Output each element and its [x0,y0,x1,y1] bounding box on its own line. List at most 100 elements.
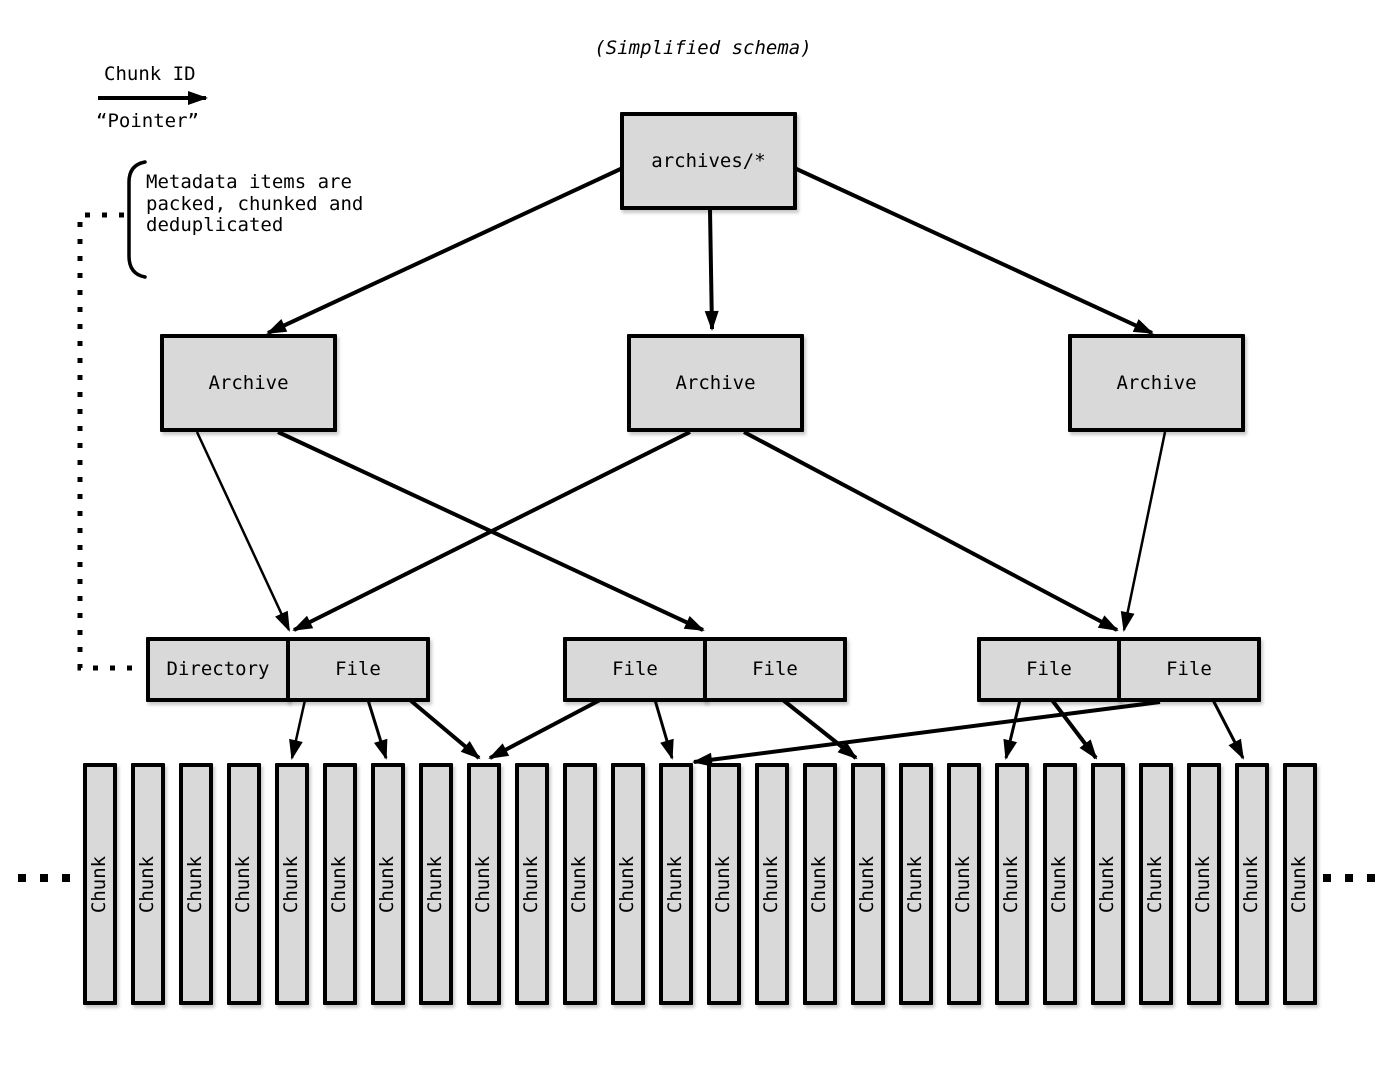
chunk-box: Chunk [371,763,405,1005]
edge-archives-root-to-archive-3 [789,164,1154,335]
edge-pair-3-file-1-to-chunk-22 [1050,698,1098,760]
chunk-label: Chunk [88,855,111,913]
chunk-box: Chunk [707,763,741,1005]
ellipsis-dot [62,874,70,882]
chunk-box: Chunk [83,763,117,1005]
chunk-box: Chunk [515,763,549,1005]
metadata-note: Metadata items are packed, chunked and d… [146,171,364,237]
chunk-box: Chunk [131,763,165,1005]
edge-pair-3-file-2-to-chunk-25 [1211,699,1245,760]
edge-pair-1-file-to-chunk-7 [366,699,388,760]
edge-archive-1-to-pair-1 [195,431,291,632]
chunk-label: Chunk [568,855,591,913]
archives-root-label: archives/* [651,149,766,172]
chunk-label: Chunk [1288,855,1311,913]
chunk-box: Chunk [851,763,885,1005]
metadata-note-line: Metadata items are [146,171,352,193]
file-label: File [612,658,658,680]
file-box: File [563,637,707,702]
chunk-box: Chunk [563,763,597,1005]
archives-root-box: archives/* [620,112,797,210]
ellipsis-dot [1367,874,1375,882]
chunk-label: Chunk [1144,855,1167,913]
edge-archives-root-to-archive-1 [266,164,628,335]
ellipsis-dot [40,874,48,882]
chunk-label: Chunk [616,855,639,913]
edge-pair-3-file-2-to-chunk-13 [692,700,1161,767]
chunk-label: Chunk [856,855,879,913]
directory-box: Directory [146,637,290,702]
edge-pair-1-file-to-chunk-5 [289,699,307,760]
archive-box: Archive [160,334,337,432]
chunk-box: Chunk [1091,763,1125,1005]
edge-pair-1-file-to-chunk-9 [408,698,481,760]
chunk-box: Chunk [419,763,453,1005]
file-box: File [1117,637,1261,702]
chunk-box: Chunk [899,763,933,1005]
chunk-box: Chunk [275,763,309,1005]
chunk-label: Chunk [184,855,207,913]
chunk-label: Chunk [1240,855,1263,913]
ellipsis-dot [1323,874,1331,882]
chunk-label: Chunk [472,855,495,913]
chunk-box: Chunk [467,763,501,1005]
archive-label: Archive [1116,371,1197,394]
chunk-label: Chunk [328,855,351,913]
edge-pair-2-file-1-to-chunk-13 [653,699,674,760]
chunk-box: Chunk [179,763,213,1005]
archive-box: Archive [1068,334,1245,432]
diagram-title: (Simplified schema) [594,37,812,59]
chunk-box: Chunk [755,763,789,1005]
edge-archives-root-to-archive-2 [704,209,719,331]
chunk-box: Chunk [611,763,645,1005]
chunks-ellipsis-right [1323,874,1375,882]
chunk-box: Chunk [995,763,1029,1005]
chunk-label: Chunk [808,855,831,913]
chunk-box: Chunk [947,763,981,1005]
chunk-label: Chunk [1000,855,1023,913]
metadata-note-line: packed, chunked and [146,192,364,215]
chunk-label: Chunk [280,855,303,913]
ellipsis-dot [1345,874,1353,882]
chunk-box: Chunk [1187,763,1221,1005]
metadata-note-line: deduplicated [146,214,284,236]
chunk-label: Chunk [1192,855,1215,913]
chunk-box: Chunk [659,763,693,1005]
file-label: File [752,658,798,680]
chunk-label: Chunk [520,855,543,913]
edge-pair-2-file-1-to-chunk-9 [488,698,601,760]
archive-box: Archive [627,334,804,432]
file-box: File [286,637,430,702]
chunk-label: Chunk [232,855,255,913]
chunk-label: Chunk [760,855,783,913]
chunk-label: Chunk [424,855,447,913]
chunk-box: Chunk [227,763,261,1005]
file-label: File [335,658,381,680]
legend-pointer-label: “Pointer” [96,110,199,132]
file-box: File [703,637,847,702]
metadata-dotted-line [77,212,143,671]
chunk-box: Chunk [1283,763,1317,1005]
chunk-label: Chunk [712,855,735,913]
chunks-ellipsis-left [18,874,70,882]
chunk-label: Chunk [952,855,975,913]
chunk-label: Chunk [136,855,159,913]
archive-label: Archive [675,371,756,394]
edge-archive-2-to-pair-3 [743,430,1119,632]
chunk-box: Chunk [1043,763,1077,1005]
ellipsis-dot [18,874,26,882]
note-bracket [127,160,147,279]
edge-archive-2-to-pair-1 [292,430,691,632]
legend-chunk-id-label: Chunk ID [104,63,196,85]
chunk-label: Chunk [664,855,687,913]
chunk-box: Chunk [1139,763,1173,1005]
chunk-label: Chunk [904,855,927,913]
file-label: File [1026,658,1072,680]
file-label: File [1166,658,1212,680]
archive-label: Archive [208,371,289,394]
chunk-box: Chunk [1235,763,1269,1005]
edge-pair-2-file-2-to-chunk-17 [781,698,858,760]
edge-archive-3-to-pair-3 [1120,431,1167,632]
